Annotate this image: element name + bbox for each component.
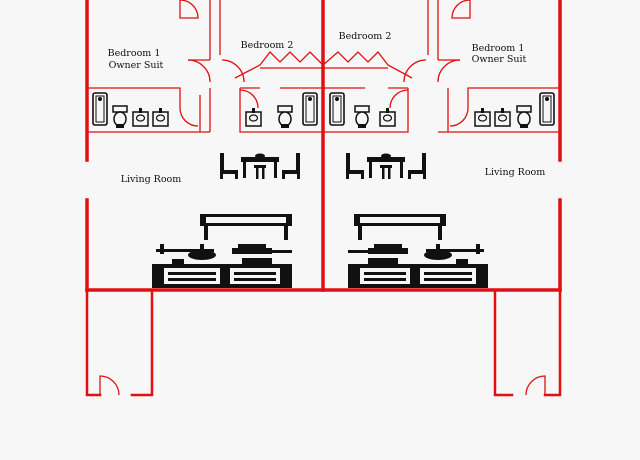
sink-icon [379,107,396,127]
shower-icon [539,92,555,126]
shower-icon [302,92,318,126]
sink-icon [494,107,511,127]
shower-icon [329,92,345,126]
sink-icon [152,107,169,127]
sink-icon [245,107,262,127]
kitchen-island-icon [354,214,446,240]
toilet-icon [277,105,293,129]
kitchen-island-icon [200,214,292,240]
toilet-icon [112,105,128,129]
label-owner-suit-right: Owner Suit [472,54,527,65]
stove-icon [152,244,292,288]
label-bedroom2-left: Bedroom 2 [241,40,294,51]
toilet-icon [354,105,370,129]
label-living-room-right: Living Room [485,167,546,178]
label-bedroom2-right: Bedroom 2 [339,31,392,42]
walls [85,0,562,397]
bathroom-fixtures-left [92,92,318,129]
sink-icon [474,107,491,127]
label-living-room-left: Living Room [121,174,182,185]
dining-set-icon [220,153,300,179]
sink-icon [132,107,149,127]
dining-set-icon [346,153,426,179]
shower-icon [92,92,108,126]
label-bedroom1-left: Bedroom 1 [108,48,161,59]
toilet-icon [516,105,532,129]
stove-icon [348,244,488,288]
door-swing-icon [99,0,546,396]
bathroom-fixtures-right [329,92,555,129]
label-owner-suit-left: Owner Suit [109,60,164,71]
label-bedroom1-right: Bedroom 1 [472,43,525,54]
